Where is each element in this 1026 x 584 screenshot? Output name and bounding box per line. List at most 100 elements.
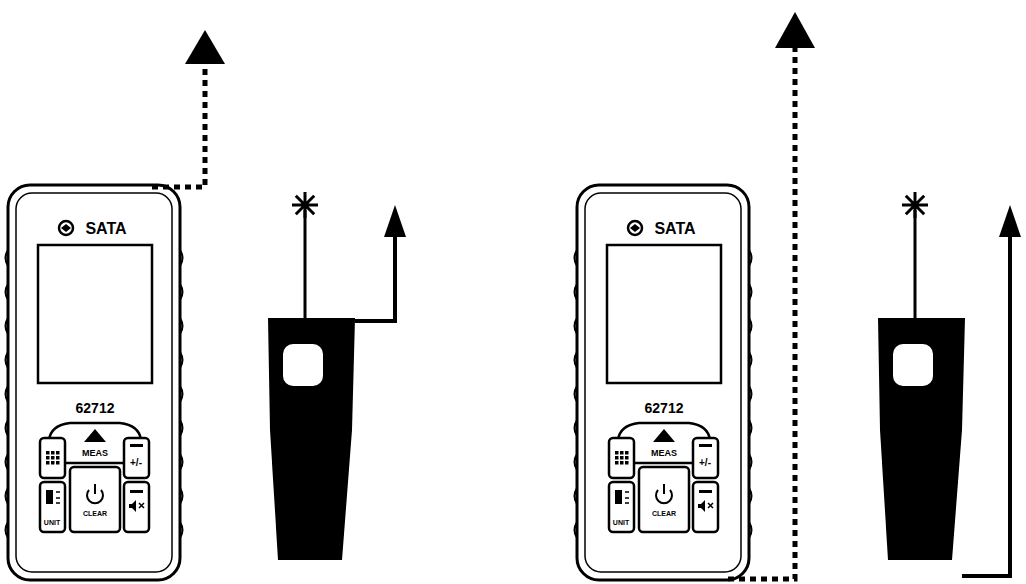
grip-ridge [6,352,9,368]
meter-housing [8,185,180,580]
mute-icon [129,500,136,512]
grip-ridge [575,454,578,470]
button-label: CLEAR [652,510,676,517]
grip-ridge [749,318,752,334]
key-button [609,438,634,478]
display-screen [607,245,721,383]
grip-ridge [6,454,9,470]
grip-ridge [6,420,9,436]
laser-beam [914,210,917,318]
grid-icon [615,461,619,465]
grip-ridge [6,522,9,538]
grid-icon [51,451,55,455]
logo-mark [630,224,640,232]
grip-ridge [749,522,752,538]
grid-icon [615,456,619,460]
grip-ridge [749,420,752,436]
logo-mark [61,224,71,232]
meter-side-silhouette [878,318,965,560]
reference-arrow [962,232,1010,576]
grid-icon [625,451,629,455]
button-label: MEAS [651,449,677,458]
key-button [40,438,65,478]
window-cutout [283,344,323,386]
grip-ridge [749,488,752,504]
grid-icon [625,456,629,460]
grip-ridge [180,250,183,266]
meter-bezel [585,193,741,572]
grid-icon [615,451,619,455]
grip-ridge [6,284,9,300]
arrowhead [999,205,1021,237]
grip-ridge [6,488,9,504]
button-label: UNIT [613,519,629,526]
reference-line [728,48,795,579]
unit-icon [56,492,60,503]
mute-icon [130,490,143,493]
grid-icon [56,451,60,455]
key-button [124,438,149,478]
grid-icon [620,456,624,460]
unit-icon [625,492,629,503]
button-label: CLEAR [83,510,107,517]
grip-ridge [180,420,183,436]
grip-ridge [749,250,752,266]
side-view-icon [268,192,355,560]
laser-star [902,192,928,218]
unit-icon [615,490,622,504]
mute-icon [708,503,713,508]
grip-ridge [749,284,752,300]
display-screen [38,245,152,383]
mute-icon [699,490,712,493]
button-label: +/- [699,458,711,468]
grip-ridge [575,386,578,402]
power-icon [94,484,96,494]
arrowhead [185,30,225,64]
model-number: 62712 [76,401,115,415]
grid-icon [625,461,629,465]
arrowhead [775,12,815,48]
grip-ridge [180,352,183,368]
logo-mark [59,221,73,235]
button-label: MEAS [82,449,108,458]
reference-arrow [355,232,395,321]
grip-ridge [6,250,9,266]
laser-beam [304,210,307,318]
grid-icon [620,451,624,455]
laser-star [292,192,318,218]
arrow-icon [653,429,675,442]
grip-ridge [575,318,578,334]
key-button [70,467,120,532]
key-button [609,482,634,532]
grip-ridge [6,318,9,334]
grip-ridge [575,488,578,504]
sign-icon [130,444,143,447]
grip-ridge [749,386,752,402]
button-label: +/- [130,458,142,468]
arrow-icon [84,429,106,442]
key-button [693,438,718,478]
grip-ridge [575,522,578,538]
grip-ridge [180,284,183,300]
arrowhead [384,205,406,237]
grip-ridge [180,454,183,470]
grip-ridge [180,386,183,402]
brand-name: SATA [85,221,126,237]
meter-bezel [16,193,172,572]
key-button [693,482,718,532]
grip-ridge [749,454,752,470]
grid-icon [620,461,624,465]
grid-icon [46,461,50,465]
grid-icon [51,461,55,465]
grip-ridge [180,522,183,538]
reference-line [152,60,205,187]
grip-ridge [180,318,183,334]
mute-icon [698,500,705,512]
grip-ridge [575,352,578,368]
meter-side-silhouette [268,318,355,560]
unit-icon [46,490,53,504]
grid-icon [46,456,50,460]
grid-icon [56,456,60,460]
